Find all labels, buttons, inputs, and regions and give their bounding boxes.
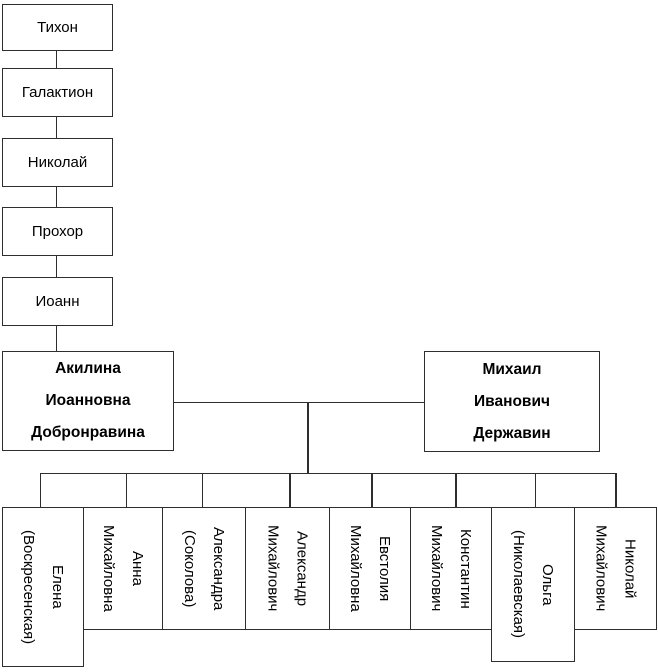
- child-name: Николай Михайлович: [592, 525, 639, 612]
- ancestor-label: Тихон: [37, 19, 78, 36]
- child-stub-line: [455, 474, 457, 508]
- ancestor-label: Иоанн: [35, 293, 80, 310]
- mother-name-line: Добронравина: [31, 424, 145, 441]
- child-box-anna: Анна Михайловна: [82, 507, 163, 630]
- child-name: Ольга (Николаевская): [509, 530, 556, 639]
- father-name-line: Михаил: [482, 360, 542, 378]
- mother-box: Акилина Иоанновна Добронравина: [2, 351, 174, 451]
- ancestor-box-galaktion: Галактион: [2, 68, 113, 117]
- connector-line: [55, 117, 57, 138]
- ancestor-label: Николай: [27, 154, 88, 171]
- child-box-aleksandr: Александр Михайлович: [244, 507, 330, 630]
- child-name: Александра (Соколова): [180, 526, 227, 611]
- child-box-elena: Елена (Воскресенская): [2, 507, 84, 667]
- mother-name-line: Акилина: [55, 360, 121, 377]
- child-box-nikolay: Николай Михайлович: [573, 507, 657, 630]
- father-name-line: Иванович: [474, 392, 550, 410]
- connector-line: [55, 187, 57, 207]
- sibling-line: [39, 472, 617, 474]
- child-box-aleksandra: Александра (Соколова): [161, 507, 246, 630]
- child-name: Константин Михайлович: [427, 525, 474, 612]
- father-box: Михаил Иванович Державин: [424, 351, 600, 452]
- child-stub-line: [289, 474, 291, 508]
- child-name: Евстолия Михайловна: [346, 525, 393, 612]
- child-stub-line: [615, 474, 617, 508]
- ancestor-box-prokhor: Прохор: [2, 207, 113, 256]
- ancestor-box-ioann: Иоанн: [2, 277, 113, 326]
- descent-line: [307, 403, 309, 474]
- child-box-evstoliya: Евстолия Михайловна: [328, 507, 411, 630]
- child-stub-line: [125, 474, 127, 508]
- connector-line: [55, 326, 57, 351]
- child-stub-line: [39, 474, 41, 508]
- ancestor-box-nikolay: Николай: [2, 138, 113, 187]
- child-stub-line: [201, 474, 203, 508]
- child-name: Анна Михайловна: [99, 525, 146, 612]
- marriage-line: [174, 401, 424, 403]
- father-name-line: Державин: [473, 424, 551, 442]
- child-box-konstantin: Константин Михайлович: [409, 507, 492, 630]
- ancestor-label: Прохор: [31, 223, 84, 240]
- child-stub-line: [371, 474, 373, 508]
- child-name: Александр Михайлович: [264, 525, 311, 612]
- child-stub-line: [534, 474, 536, 508]
- ancestor-label: Галактион: [21, 84, 94, 101]
- ancestor-box-tikhon: Тихон: [2, 4, 113, 51]
- child-name: Елена (Воскресенская): [20, 529, 66, 645]
- connector-line: [55, 51, 57, 68]
- child-box-olga: Ольга (Николаевская): [490, 507, 575, 662]
- mother-name-line: Иоанновна: [45, 392, 131, 409]
- connector-line: [55, 256, 57, 277]
